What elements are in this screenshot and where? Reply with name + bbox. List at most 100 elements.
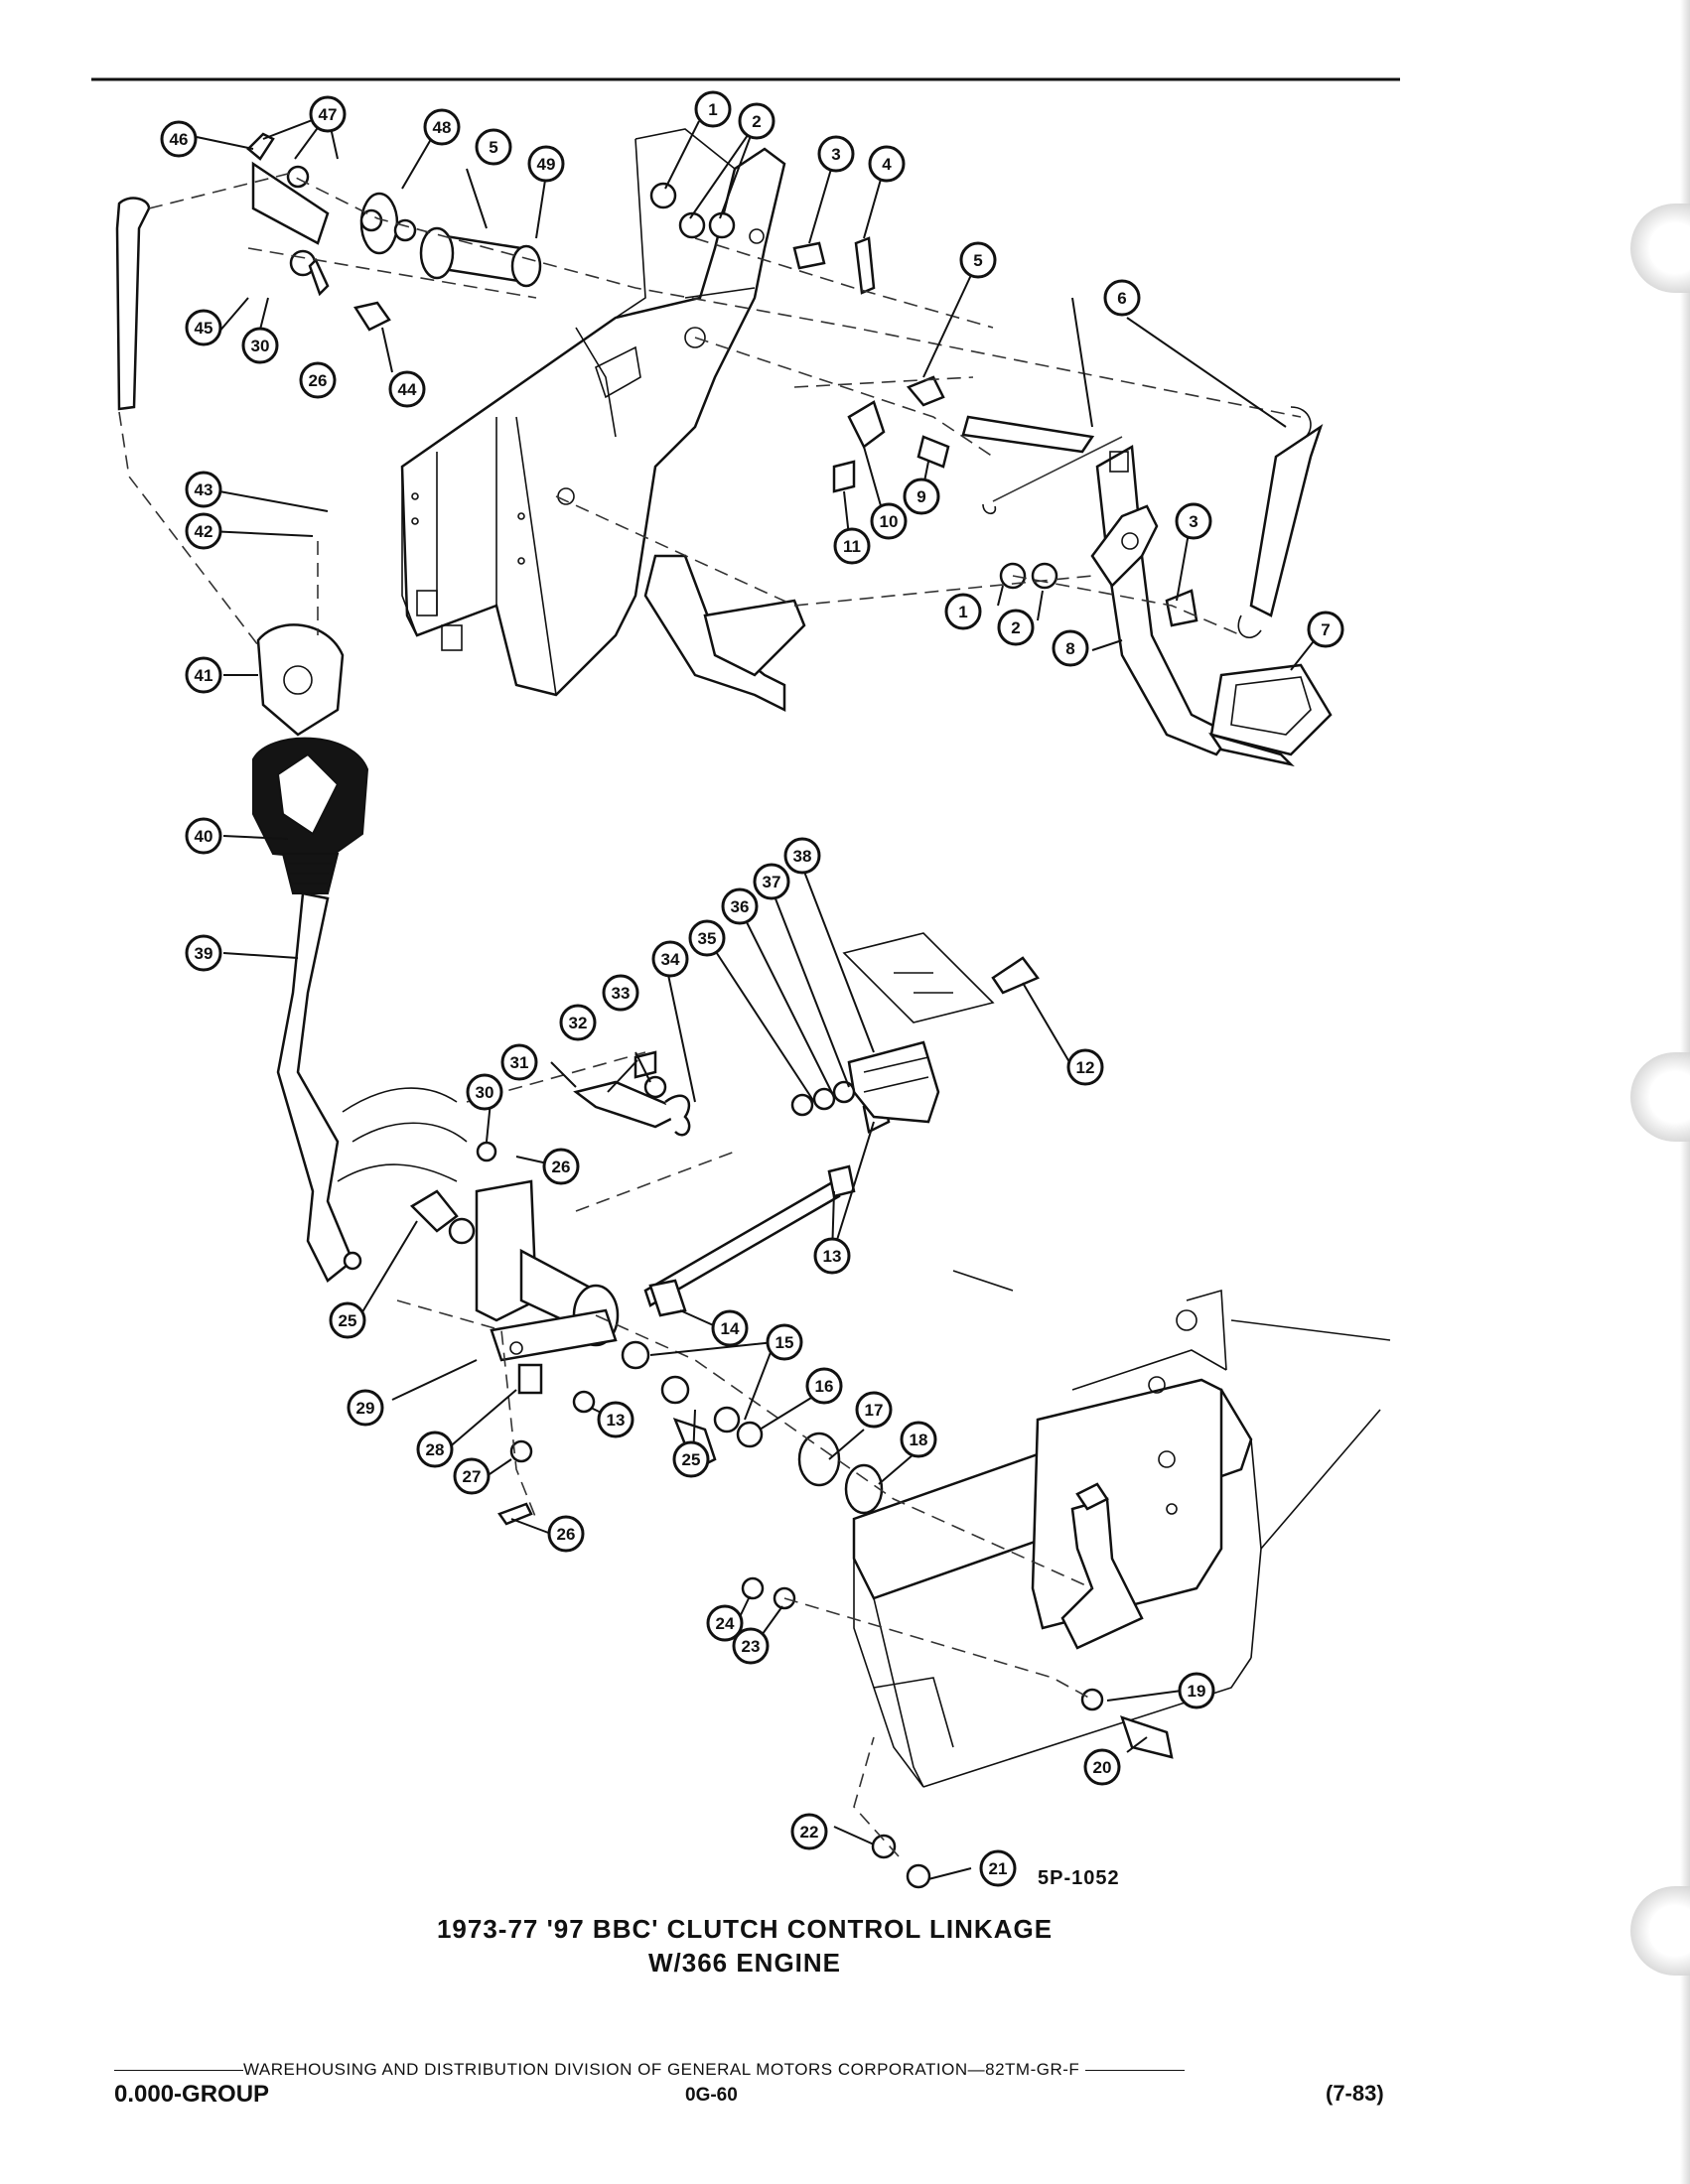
- callout-number: 33: [612, 984, 631, 1003]
- callout-number: 30: [251, 337, 270, 355]
- callout-number: 39: [195, 944, 213, 963]
- callout-number: 26: [552, 1158, 571, 1176]
- callout-29: 29: [347, 1389, 384, 1427]
- callout-1: 1: [694, 90, 732, 128]
- callout-circle: [868, 145, 906, 183]
- callout-number: 27: [463, 1467, 482, 1486]
- callout-20: 20: [1083, 1748, 1121, 1786]
- figure-title-line2: W/366 ENGINE: [647, 1948, 842, 1978]
- callout-26: 26: [547, 1515, 585, 1553]
- callout-circle: [185, 512, 222, 550]
- callout-circle: [466, 1073, 503, 1111]
- callout-number: 28: [426, 1440, 445, 1459]
- callout-circle: [1052, 629, 1089, 667]
- callout-number: 14: [721, 1319, 740, 1338]
- callout-number: 12: [1076, 1058, 1095, 1077]
- callout-39: 39: [185, 934, 222, 972]
- callout-number: 29: [356, 1399, 375, 1418]
- callout-circle: [1307, 611, 1344, 648]
- callout-number: 48: [433, 118, 452, 137]
- callout-number: 45: [195, 319, 213, 338]
- callout-number: 25: [682, 1450, 701, 1469]
- callout-circle: [903, 478, 940, 515]
- callout-26: 26: [299, 361, 337, 399]
- frame-rail: [852, 1270, 1391, 1788]
- callout-number: 43: [195, 480, 213, 499]
- callout-number: 46: [170, 130, 189, 149]
- callout-circle: [185, 817, 222, 855]
- callout-circle: [542, 1148, 580, 1185]
- exploded-view-lines: [118, 173, 1302, 1857]
- callout-24: 24: [706, 1604, 744, 1642]
- callout-circle: [160, 120, 198, 158]
- callout-number: 42: [195, 522, 213, 541]
- spring-6: [961, 406, 1324, 638]
- callout-1: 1: [944, 593, 982, 630]
- callout-number: 26: [309, 371, 328, 390]
- callout-circle: [688, 919, 726, 957]
- callout-number: 21: [989, 1859, 1008, 1878]
- callout-number: 24: [716, 1614, 735, 1633]
- callout-number: 30: [476, 1083, 494, 1102]
- callout-38: 38: [783, 837, 821, 875]
- callout-number: 1: [708, 100, 717, 119]
- callout-43: 43: [185, 471, 222, 508]
- callout-2: 2: [738, 102, 775, 140]
- callout-circle: [672, 1440, 710, 1478]
- callout-circle: [475, 128, 512, 166]
- callout-number: 41: [195, 666, 213, 685]
- callout-circle: [732, 1627, 770, 1665]
- callout-number: 6: [1117, 289, 1126, 308]
- figure-title-line1: 1973-77 '97 BBC' CLUTCH CONTROL LINKAGE: [436, 1914, 1054, 1944]
- callout-circle: [185, 934, 222, 972]
- callout-30: 30: [466, 1073, 503, 1111]
- callout-13: 13: [597, 1401, 634, 1438]
- callout-circle: [329, 1301, 366, 1339]
- callout-13: 13: [813, 1237, 851, 1275]
- callout-number: 18: [910, 1431, 928, 1449]
- callout-number: 9: [916, 487, 925, 506]
- callout-circle: [527, 145, 565, 183]
- callout-circle: [694, 90, 732, 128]
- callout-circle: [766, 1323, 803, 1361]
- callout-14: 14: [711, 1309, 749, 1347]
- callout-circle: [805, 1367, 843, 1405]
- callout-27: 27: [453, 1457, 491, 1495]
- callout-22: 22: [790, 1813, 828, 1850]
- callout-number: 13: [823, 1247, 842, 1266]
- callout-number: 32: [569, 1014, 588, 1032]
- callout-number: 3: [831, 145, 840, 164]
- callout-9: 9: [903, 478, 940, 515]
- figure-code: 5P-1052: [1038, 1867, 1120, 1889]
- callout-circle: [309, 95, 347, 133]
- callout-circle: [870, 502, 908, 540]
- callout-number: 31: [510, 1053, 529, 1072]
- callout-number: 4: [882, 155, 892, 174]
- callout-34: 34: [651, 940, 689, 978]
- callout-45: 45: [185, 309, 222, 346]
- callout-circle: [347, 1389, 384, 1427]
- callout-circle: [453, 1457, 491, 1495]
- callout-19: 19: [1178, 1672, 1215, 1709]
- footer-rule-right: [1084, 2070, 1185, 2072]
- callout-37: 37: [753, 863, 790, 900]
- callout-26: 26: [542, 1148, 580, 1185]
- callout-circle: [833, 527, 871, 565]
- callout-44: 44: [388, 370, 426, 408]
- callout-number: 7: [1321, 620, 1330, 639]
- callout-circle: [185, 309, 222, 346]
- callout-12: 12: [1066, 1048, 1104, 1086]
- footer-date-code: (7-83): [1326, 2081, 1384, 2106]
- callout-number: 11: [843, 537, 861, 556]
- callout-4: 4: [868, 145, 906, 183]
- callout-number: 38: [793, 847, 812, 866]
- callout-number: 15: [775, 1333, 794, 1352]
- callout-circle: [959, 241, 997, 279]
- callout-number: 22: [800, 1823, 819, 1842]
- callout-number: 1: [958, 603, 967, 621]
- callout-number: 5: [489, 138, 497, 157]
- callout-circle: [817, 135, 855, 173]
- callout-circle: [855, 1391, 893, 1429]
- footer-rule-left: [114, 2070, 243, 2072]
